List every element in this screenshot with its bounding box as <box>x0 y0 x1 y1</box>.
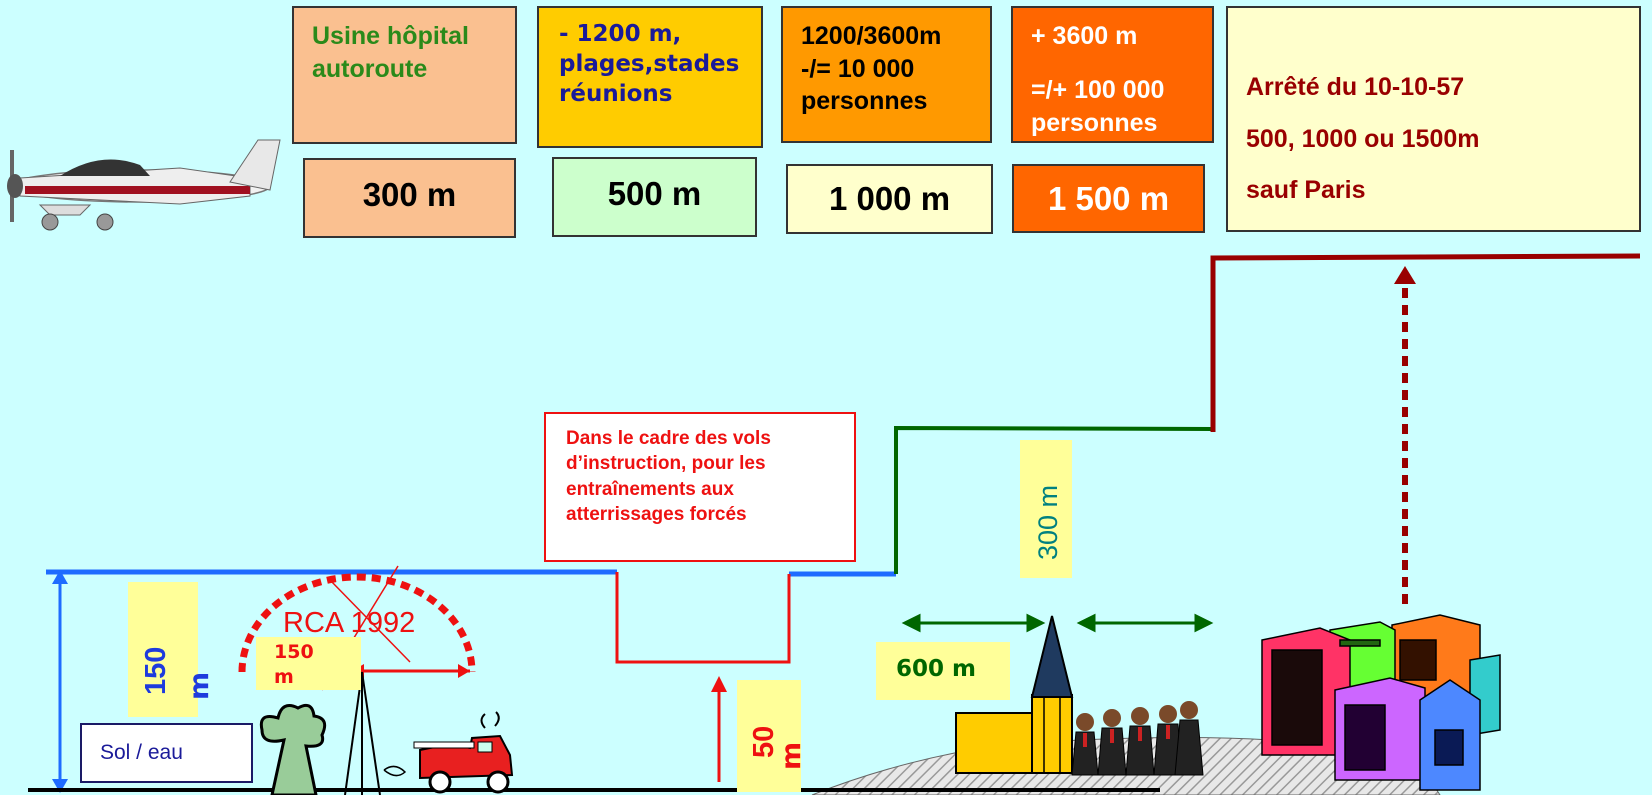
height-300-label: 300 m <box>362 176 457 213</box>
height-box-1000: 1 000 m <box>786 164 993 234</box>
maroon-dotted-arrow <box>1394 266 1416 606</box>
sol-eau-label: Sol / eau <box>100 741 183 764</box>
red-50m-line <box>615 572 791 664</box>
green-double-arrow-right <box>1076 613 1214 633</box>
label-600m-bg <box>876 642 1010 700</box>
city-buildings-icon <box>1261 614 1501 791</box>
red-up-arrow <box>711 676 727 782</box>
arrete-box: Arrêté du 10-10-57 500, 1000 ou 1500m sa… <box>1226 6 1641 232</box>
arrete-line3: sauf Paris <box>1246 176 1366 204</box>
arrete-line1: Arrêté du 10-10-57 <box>1246 73 1465 101</box>
blue-150m-line <box>46 569 896 577</box>
label-150m-number: 150 <box>140 646 172 695</box>
fire-truck-icon <box>383 711 514 794</box>
height-box-1500: 1 500 m <box>1012 164 1205 233</box>
height-1000-label: 1 000 m <box>828 180 951 217</box>
height-500-label: 500 m <box>607 175 702 212</box>
category-crowds-label: - 1200 m, plages,stades réunions <box>559 21 740 107</box>
church-icon <box>955 615 1074 774</box>
label-300m-bg <box>1020 440 1072 578</box>
category-box-crowds: - 1200 m, plages,stades réunions <box>537 6 763 148</box>
height-1500-label: 1 500 m <box>1047 180 1170 217</box>
label-150m-bg <box>128 582 198 717</box>
instruction-note-box: Dans le cadre des vols d’instruction, po… <box>544 412 856 562</box>
antenna-icon <box>344 671 381 795</box>
green-double-arrow-left <box>901 613 1046 633</box>
category-100000-line2: =/+ 100 000 personnes <box>1031 76 1165 137</box>
rca-arc <box>238 565 476 691</box>
rca-150-unit: m <box>274 666 294 688</box>
label-300m: 300 m <box>1033 484 1063 560</box>
height-box-300: 300 m <box>303 158 516 238</box>
rca-label: RCA 1992 <box>283 607 416 639</box>
people-icon <box>1071 701 1204 776</box>
label-150m-unit: m <box>184 671 215 700</box>
rca-150-label: 150 <box>274 641 314 663</box>
tree-icon <box>259 703 327 795</box>
label-50m-unit: m <box>776 741 807 770</box>
maroon-1500m-line <box>1210 253 1641 432</box>
category-100000-line1: + 3600 m <box>1031 22 1138 50</box>
category-10000-label: 1200/3600m -/= 10 000 personnes <box>801 22 942 115</box>
green-300m-line <box>894 425 1214 574</box>
sol-eau-box: Sol / eau <box>80 723 253 783</box>
rca-150-bg <box>256 637 361 690</box>
label-600m: 600 m <box>896 656 976 682</box>
category-industry-label: Usine hôpital autoroute <box>312 22 469 83</box>
height-box-500: 500 m <box>552 157 757 237</box>
label-50m-bg <box>737 680 801 792</box>
category-box-10000: 1200/3600m -/= 10 000 personnes <box>781 6 992 143</box>
blue-height-arrow <box>52 570 68 793</box>
category-box-industry: Usine hôpital autoroute <box>292 6 517 144</box>
category-box-100000: + 3600 m =/+ 100 000 personnes <box>1011 6 1214 143</box>
arrete-line2: 500, 1000 ou 1500m <box>1246 125 1480 153</box>
airplane-icon <box>7 139 281 231</box>
instruction-note-text: Dans le cadre des vols d’instruction, po… <box>566 428 771 525</box>
